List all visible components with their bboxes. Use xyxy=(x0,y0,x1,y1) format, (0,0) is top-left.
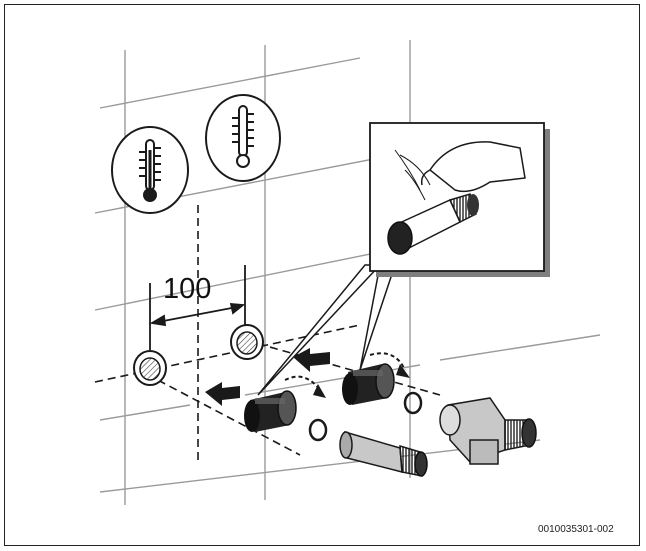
arrow-left-icon xyxy=(205,382,240,406)
thermometer-icon xyxy=(139,139,161,202)
dimension-label: 100 xyxy=(163,273,211,305)
reference-code: 0010035301-002 xyxy=(538,524,614,535)
wall-outlet-left xyxy=(133,350,167,386)
seal-ring-front xyxy=(308,418,328,442)
thermometer-bubble-right xyxy=(205,94,281,182)
thermometer-icon xyxy=(232,105,254,168)
wall-outlet-right xyxy=(230,324,264,360)
service-valve xyxy=(439,397,537,465)
threaded-nipple xyxy=(339,430,428,477)
thermometer-bubble-left xyxy=(111,126,189,214)
adapter-fitting-front xyxy=(244,390,297,432)
insert-arrows xyxy=(205,348,330,406)
adapter-fitting-back xyxy=(342,363,395,405)
hemp-sealing-hand-icon xyxy=(394,141,526,201)
seal-ring-back xyxy=(403,391,423,415)
dimension-100 xyxy=(149,265,246,350)
arrow-left-icon xyxy=(293,348,330,372)
detail-fitting xyxy=(387,193,479,255)
detail-callout xyxy=(257,122,550,396)
rotation-arrows xyxy=(284,352,410,398)
